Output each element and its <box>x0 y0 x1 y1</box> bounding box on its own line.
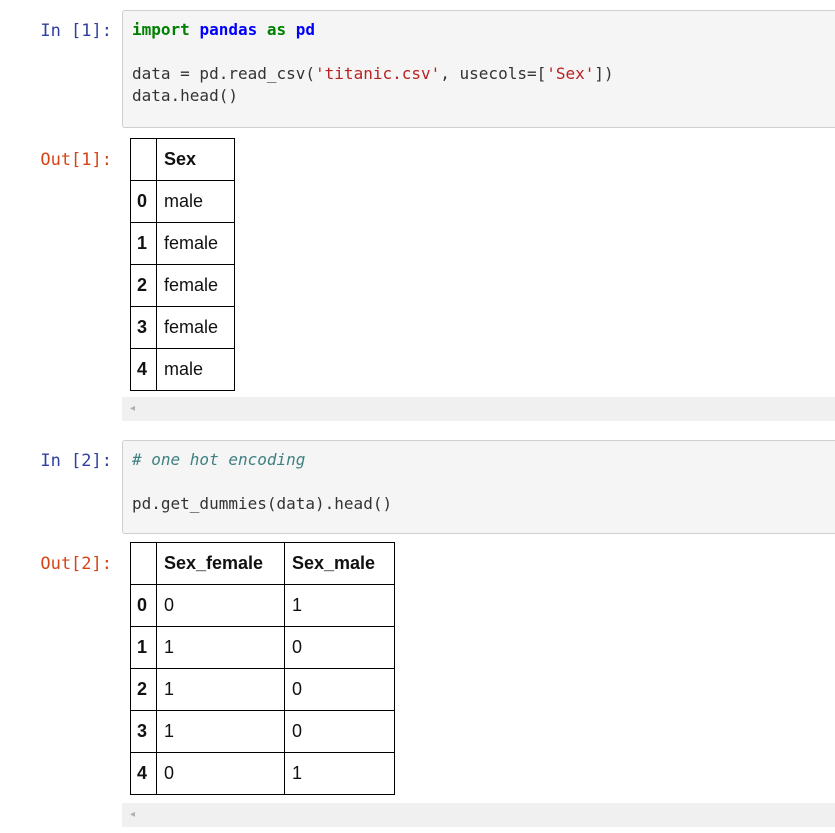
column-header: Sex_male <box>284 542 395 585</box>
row-index: 2 <box>130 668 157 711</box>
table-cell: female <box>156 306 235 349</box>
table-cell: 1 <box>156 668 285 711</box>
table-cell: 1 <box>284 752 395 795</box>
row-index: 4 <box>130 348 157 391</box>
row-index: 0 <box>130 584 157 627</box>
table-cell: 1 <box>284 584 395 627</box>
column-header: Sex <box>156 138 235 181</box>
code-cell-1[interactable]: import pandas as pd data = pd.read_csv('… <box>122 10 835 128</box>
row-index: 1 <box>130 222 157 265</box>
scroll-left-icon[interactable]: ◂ <box>130 809 136 820</box>
code-line-head: data.head() <box>132 86 238 105</box>
row-index: 4 <box>130 752 157 795</box>
row-index: 1 <box>130 626 157 669</box>
table-cell: 0 <box>284 668 395 711</box>
row-index: 3 <box>130 710 157 753</box>
input-prompt-1: In [1]: <box>40 21 112 41</box>
code-line-import: import pandas as pd <box>132 20 316 39</box>
row-index: 3 <box>130 306 157 349</box>
table-cell: 0 <box>156 584 285 627</box>
code-line-get-dummies: pd.get_dummies(data).head() <box>132 494 393 513</box>
table-cell: 0 <box>284 626 395 669</box>
output-scrollbar-2[interactable]: ◂ <box>122 803 835 827</box>
table-cell: male <box>156 348 235 391</box>
scroll-left-icon[interactable]: ◂ <box>130 403 136 414</box>
table-cell: 1 <box>156 626 285 669</box>
table-cell: 0 <box>156 752 285 795</box>
index-header <box>130 138 157 181</box>
output-scrollbar-1[interactable]: ◂ <box>122 397 835 421</box>
output-prompt-2: Out[2]: <box>40 554 112 574</box>
row-index: 0 <box>130 180 157 223</box>
table-cell: 0 <box>284 710 395 753</box>
index-header <box>130 542 157 585</box>
table-cell: female <box>156 264 235 307</box>
table-cell: 1 <box>156 710 285 753</box>
input-prompt-2: In [2]: <box>40 451 112 471</box>
row-index: 2 <box>130 264 157 307</box>
output-prompt-1: Out[1]: <box>40 150 112 170</box>
table-cell: male <box>156 180 235 223</box>
code-comment: # one hot encoding <box>132 450 306 469</box>
code-line-read-csv: data = pd.read_csv('titanic.csv', usecol… <box>132 64 614 83</box>
column-header: Sex_female <box>156 542 285 585</box>
code-cell-2[interactable]: # one hot encoding pd.get_dummies(data).… <box>122 440 835 534</box>
table-cell: female <box>156 222 235 265</box>
